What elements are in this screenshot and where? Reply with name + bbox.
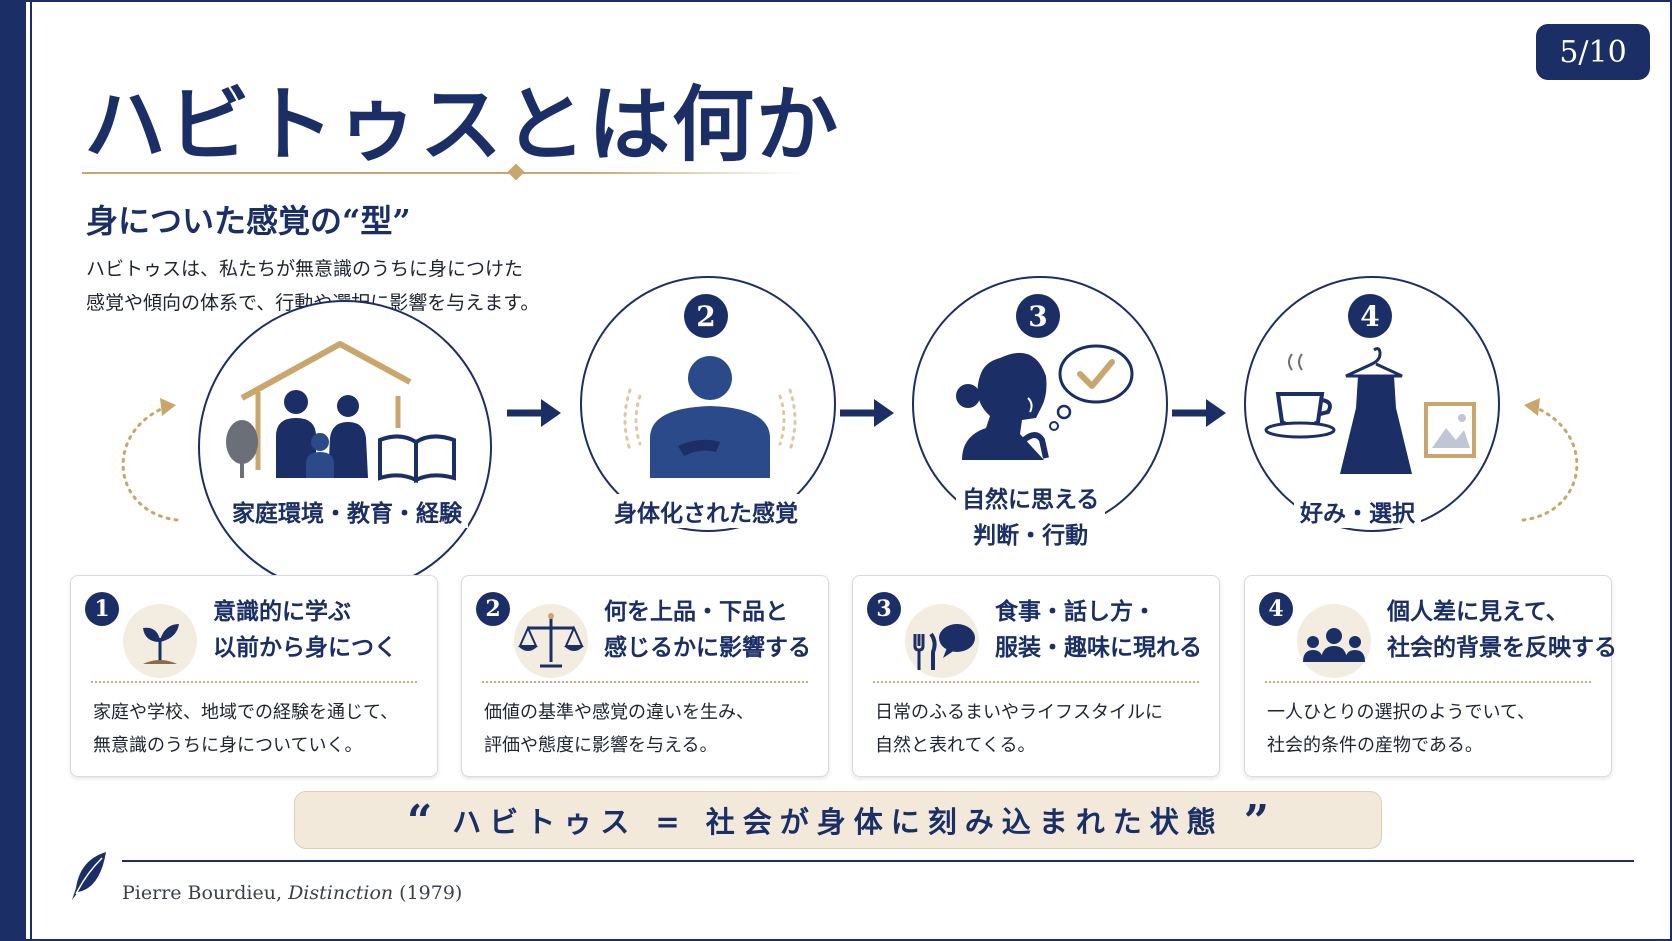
fork-knife-speech-icon: [913, 624, 975, 670]
card-1-title-line: 意識的に学ぶ: [213, 598, 351, 625]
flow-arrow-right-icon: [507, 399, 561, 427]
card-separator: [482, 681, 808, 683]
flow-stage-1-label: 家庭環境・教育・経験: [226, 494, 468, 528]
card-3-title-line: 食事・話し方・: [995, 598, 1156, 625]
card-4-title-line: 個人差に見えて、: [1387, 598, 1569, 625]
card-2-title: 何を上品・下品と 感じるかに影響する: [604, 594, 811, 666]
card-3-title-line: 服装・趣味に現れる: [995, 634, 1202, 661]
card-3-body: 日常のふるまいやライフスタイルに 自然と表れてくる。: [875, 696, 1163, 762]
page-number-badge: 5/10: [1536, 24, 1650, 80]
card-1-number: 1: [85, 592, 119, 626]
page-title: ハビトゥスとは何か: [84, 77, 841, 173]
left-accent-line: [30, 0, 32, 941]
quote-banner: “ ハビトゥス = 社会が身体に刻み込まれた状態 ”: [294, 791, 1382, 849]
card-2-body-line: 評価や態度に影響を与える。: [484, 735, 718, 756]
card-separator: [873, 681, 1199, 683]
card-2-body: 価値の基準や感覚の違いを生み、 評価や態度に影響を与える。: [484, 696, 754, 762]
card-1-title-line: 以前から身につく: [213, 634, 397, 661]
card-3-body-line: 自然と表れてくる。: [875, 735, 1036, 756]
flow-stage-4-label: 好み・選択: [1294, 494, 1421, 528]
person-hand-on-chest-icon: [623, 356, 797, 478]
card-2-title-line: 感じるかに影響する: [604, 634, 811, 661]
title-divider: [82, 172, 802, 174]
card-3-title: 食事・話し方・ 服装・趣味に現れる: [995, 594, 1202, 666]
card-2-title-line: 何を上品・下品と: [604, 598, 788, 625]
people-group-icon: [1303, 628, 1365, 662]
citation-work: Distinction: [288, 882, 394, 904]
flow-stage-2-number: 2: [684, 294, 728, 338]
flow-arrow-right-icon: [840, 399, 894, 427]
card-1-body: 家庭や学校、地域での経験を通じて、 無意識のうちに身についていく。: [93, 696, 398, 762]
card-1-title: 意識的に学ぶ 以前から身につく: [213, 594, 397, 666]
cycle-arrow-right-icon: [1521, 398, 1579, 522]
left-accent-bar: [0, 0, 26, 941]
card-2-body-line: 価値の基準や感覚の違いを生み、: [484, 702, 754, 723]
flow-stage-2-label: 身体化された感覚: [608, 494, 804, 528]
flow-arrow-right-icon: [1172, 399, 1226, 427]
citation-author: Pierre Bourdieu,: [122, 882, 289, 904]
card-4-title-line: 社会的背景を反映する: [1387, 634, 1617, 661]
quill-icon: [72, 852, 106, 900]
flow-stage-3-label-line: 判断・行動: [973, 522, 1089, 549]
flow-stage-4-number: 4: [1348, 294, 1392, 338]
card-4-body-line: 社会的条件の産物である。: [1267, 735, 1483, 756]
quote-open-mark: “: [407, 796, 433, 847]
card-4-number: 4: [1259, 592, 1293, 626]
quote-text: ハビトゥス = 社会が身体に刻み込まれた状態: [452, 805, 1224, 839]
flow-stage-3-number: 3: [1016, 294, 1060, 338]
citation-year: (1979): [393, 882, 463, 904]
card-4-title: 個人差に見えて、 社会的背景を反映する: [1387, 594, 1617, 666]
card-1-body-line: 家庭や学校、地域での経験を通じて、: [93, 702, 399, 723]
card-3-body-line: 日常のふるまいやライフスタイルに: [875, 702, 1163, 723]
feature-card-1: 1 意識的に学ぶ 以前から身につく 家庭や学校、地域での経験を通じて、 無意識の…: [70, 575, 438, 777]
card-1-body-line: 無意識のうちに身についていく。: [93, 735, 363, 756]
footer-divider: [122, 860, 1634, 862]
feature-card-3: 3 食事・話し方・ 服装・趣味に現れる 日常のふるまいやライフスタイルに 自然と…: [852, 575, 1220, 777]
card-separator: [91, 681, 417, 683]
sprout-icon: [143, 624, 179, 664]
section-subtitle: 身についた感覚の“型”: [86, 202, 411, 240]
citation: Pierre Bourdieu, Distinction (1979): [122, 882, 462, 904]
feature-card-2: 2 何を上品・下品と 感じるかに影響する 価値の基準や感覚の違いを生み、 評価や…: [461, 575, 829, 777]
intro-line: ハビトゥスは、私たちが無意識のうちに身につけた: [86, 258, 524, 280]
coffee-dress-picture-icon: [1264, 347, 1476, 474]
cycle-arrow-left-icon: [121, 398, 179, 522]
card-2-number: 2: [476, 592, 510, 626]
feature-card-4: 4 個人差に見えて、 社会的背景を反映する 一人ひとりの選択のようでいて、 社会…: [1244, 575, 1617, 777]
quote-close-mark: ”: [1243, 796, 1269, 847]
card-3-number: 3: [867, 592, 901, 626]
scales-icon: [518, 613, 584, 668]
card-4-body: 一人ひとりの選択のようでいて、 社会的条件の産物である。: [1267, 696, 1535, 762]
card-separator: [1265, 681, 1591, 683]
thinking-woman-check-icon: [956, 344, 1134, 460]
flow-stage-3-label: 自然に思える 判断・行動: [956, 482, 1106, 554]
flow-stage-3-label-line: 自然に思える: [962, 486, 1100, 513]
card-4-body-line: 一人ひとりの選択のようでいて、: [1267, 702, 1536, 723]
house-family-book-icon: [226, 341, 456, 484]
